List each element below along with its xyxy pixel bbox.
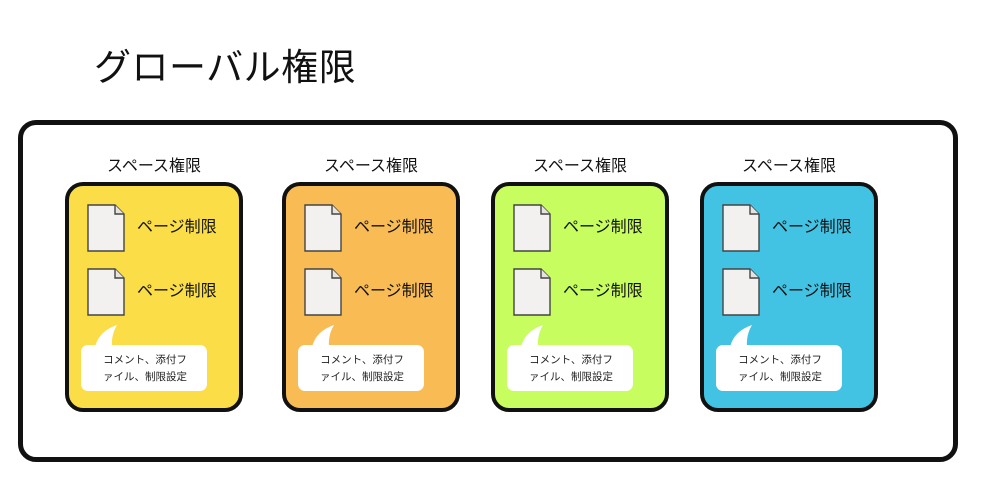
speech-bubble-note: コメント、添付フ ァイル、制限設定: [716, 323, 846, 393]
attachment-comment-note: コメント、添付フ ァイル、制限設定: [320, 354, 404, 383]
page-restriction-label: ページ制限: [137, 217, 217, 236]
page-restriction-label: ページ制限: [772, 217, 852, 236]
document-page-icon: [721, 267, 761, 317]
speech-bubble-note: コメント、添付フ ァイル、制限設定: [81, 323, 211, 393]
space-permission-card: ページ制限 ページ制限 コメント、添付フ ァイル、制限設定: [491, 182, 669, 412]
page-restriction-item: ページ制限: [721, 203, 871, 253]
page-restriction-item: ページ制限: [512, 203, 662, 253]
page-restriction-label: ページ制限: [563, 217, 643, 236]
page-restriction-label: ページ制限: [354, 217, 434, 236]
page-restriction-item: ページ制限: [86, 203, 236, 253]
space-permission-card: ページ制限 ページ制限 コメント、添付フ ァイル、制限設定: [282, 182, 460, 412]
space-permission-label: スペース権限: [323, 156, 419, 175]
space-permission-group-4: スペース権限 ページ制限 ページ制限: [700, 155, 880, 413]
page-restriction-label: ページ制限: [354, 281, 434, 300]
page-restriction-item: ページ制限: [86, 267, 236, 317]
speech-bubble-note: コメント、添付フ ァイル、制限設定: [298, 323, 428, 393]
page-restriction-label: ページ制限: [137, 281, 217, 300]
speech-bubble-icon: [507, 325, 633, 391]
page-restriction-item: ページ制限: [721, 267, 871, 317]
speech-bubble-icon: [716, 325, 842, 391]
space-permission-card: ページ制限 ページ制限 コメント、添付フ ァイル、制限設定: [700, 182, 878, 412]
attachment-comment-note: コメント、添付フ ァイル、制限設定: [529, 354, 613, 383]
speech-bubble-note: コメント、添付フ ァイル、制限設定: [507, 323, 637, 393]
space-permission-group-3: スペース権限 ページ制限 ページ制限: [491, 155, 671, 413]
speech-bubble-icon: [298, 325, 424, 391]
attachment-comment-note: コメント、添付フ ァイル、制限設定: [738, 354, 822, 383]
space-permission-label: スペース権限: [532, 156, 628, 175]
speech-bubble-icon: [81, 325, 207, 391]
document-page-icon: [86, 203, 126, 253]
space-permission-card: ページ制限 ページ制限 コメント、添付フ ァイル、制限設定: [65, 182, 243, 412]
document-page-icon: [303, 267, 343, 317]
document-page-icon: [721, 203, 761, 253]
space-permission-group-1: スペース権限 ページ制限 ページ制限: [65, 155, 245, 413]
page-restriction-label: ページ制限: [563, 281, 643, 300]
space-permission-label: スペース権限: [106, 156, 202, 175]
document-page-icon: [303, 203, 343, 253]
page-restriction-label: ページ制限: [772, 281, 852, 300]
document-page-icon: [512, 203, 552, 253]
page-restriction-item: ページ制限: [303, 203, 453, 253]
document-page-icon: [86, 267, 126, 317]
global-permissions-title: グローバル権限: [94, 46, 357, 89]
space-permission-group-2: スペース権限 ページ制限 ページ制限: [282, 155, 462, 413]
page-restriction-item: ページ制限: [303, 267, 453, 317]
attachment-comment-note: コメント、添付フ ァイル、制限設定: [103, 354, 187, 383]
space-permission-label: スペース権限: [741, 156, 837, 175]
page-restriction-item: ページ制限: [512, 267, 662, 317]
document-page-icon: [512, 267, 552, 317]
